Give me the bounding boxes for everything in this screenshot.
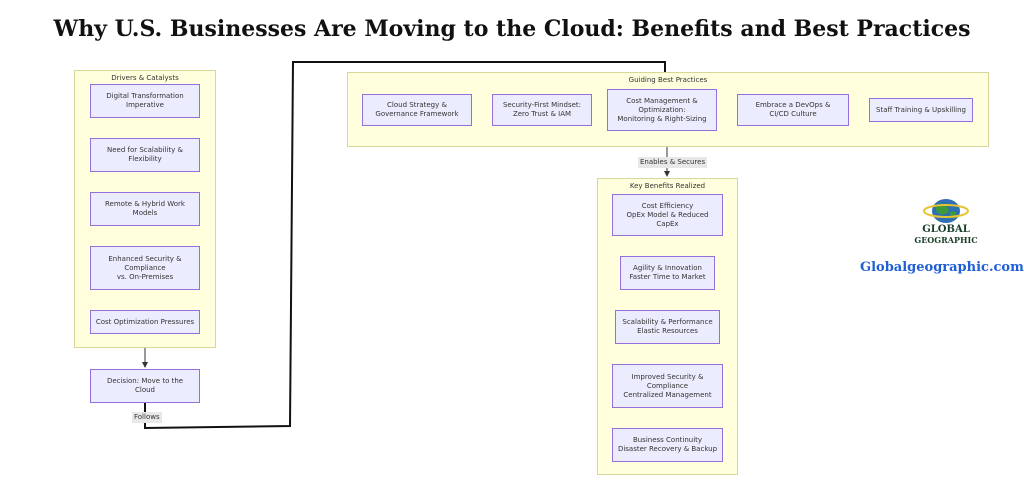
node-remote-work[interactable]: Remote & Hybrid Work Models (90, 192, 200, 226)
node-enhanced-security[interactable]: Enhanced Security & Compliance vs. On-Pr… (90, 246, 200, 290)
node-digital-transformation[interactable]: Digital Transformation Imperative (90, 84, 200, 118)
edge-decision-to-practices (144, 61, 666, 430)
globe-icon (923, 199, 969, 223)
node-improved-security[interactable]: Improved Security & Compliance Centraliz… (612, 364, 723, 408)
node-cloud-strategy[interactable]: Cloud Strategy & Governance Framework (362, 94, 472, 126)
node-cost-management[interactable]: Cost Management & Optimization: Monitori… (607, 89, 717, 131)
page-title: Why U.S. Businesses Are Moving to the Cl… (53, 16, 971, 42)
global-geographic-logo: GLOBAL GEOGRAPHIC (906, 198, 986, 248)
cluster-drivers-label: Drivers & Catalysts (111, 74, 179, 82)
node-business-continuity[interactable]: Business Continuity Disaster Recovery & … (612, 428, 723, 462)
edge-label-enables: Enables & Secures (638, 157, 708, 168)
website-link[interactable]: Globalgeographic.com (860, 260, 1024, 275)
node-scalability-performance[interactable]: Scalability & Performance Elastic Resour… (615, 310, 720, 344)
node-agility[interactable]: Agility & Innovation Faster Time to Mark… (620, 256, 715, 290)
node-cost-pressures[interactable]: Cost Optimization Pressures (90, 310, 200, 334)
node-devops[interactable]: Embrace a DevOps & CI/CD Culture (737, 94, 849, 126)
node-decision[interactable]: Decision: Move to the Cloud (90, 369, 200, 403)
node-staff-training[interactable]: Staff Training & Upskilling (869, 98, 973, 122)
logo-text-geographic: GEOGRAPHIC (914, 235, 978, 245)
node-scalability-need[interactable]: Need for Scalability & Flexibility (90, 138, 200, 172)
node-security-first[interactable]: Security-First Mindset: Zero Trust & IAM (492, 94, 592, 126)
node-cost-efficiency[interactable]: Cost Efficiency OpEx Model & Reduced Cap… (612, 194, 723, 236)
logo-text-global: GLOBAL (922, 224, 970, 235)
edge-label-follows: Follows (132, 412, 162, 423)
cluster-practices-label: Guiding Best Practices (628, 76, 708, 84)
cluster-benefits-label: Key Benefits Realized (629, 182, 706, 190)
